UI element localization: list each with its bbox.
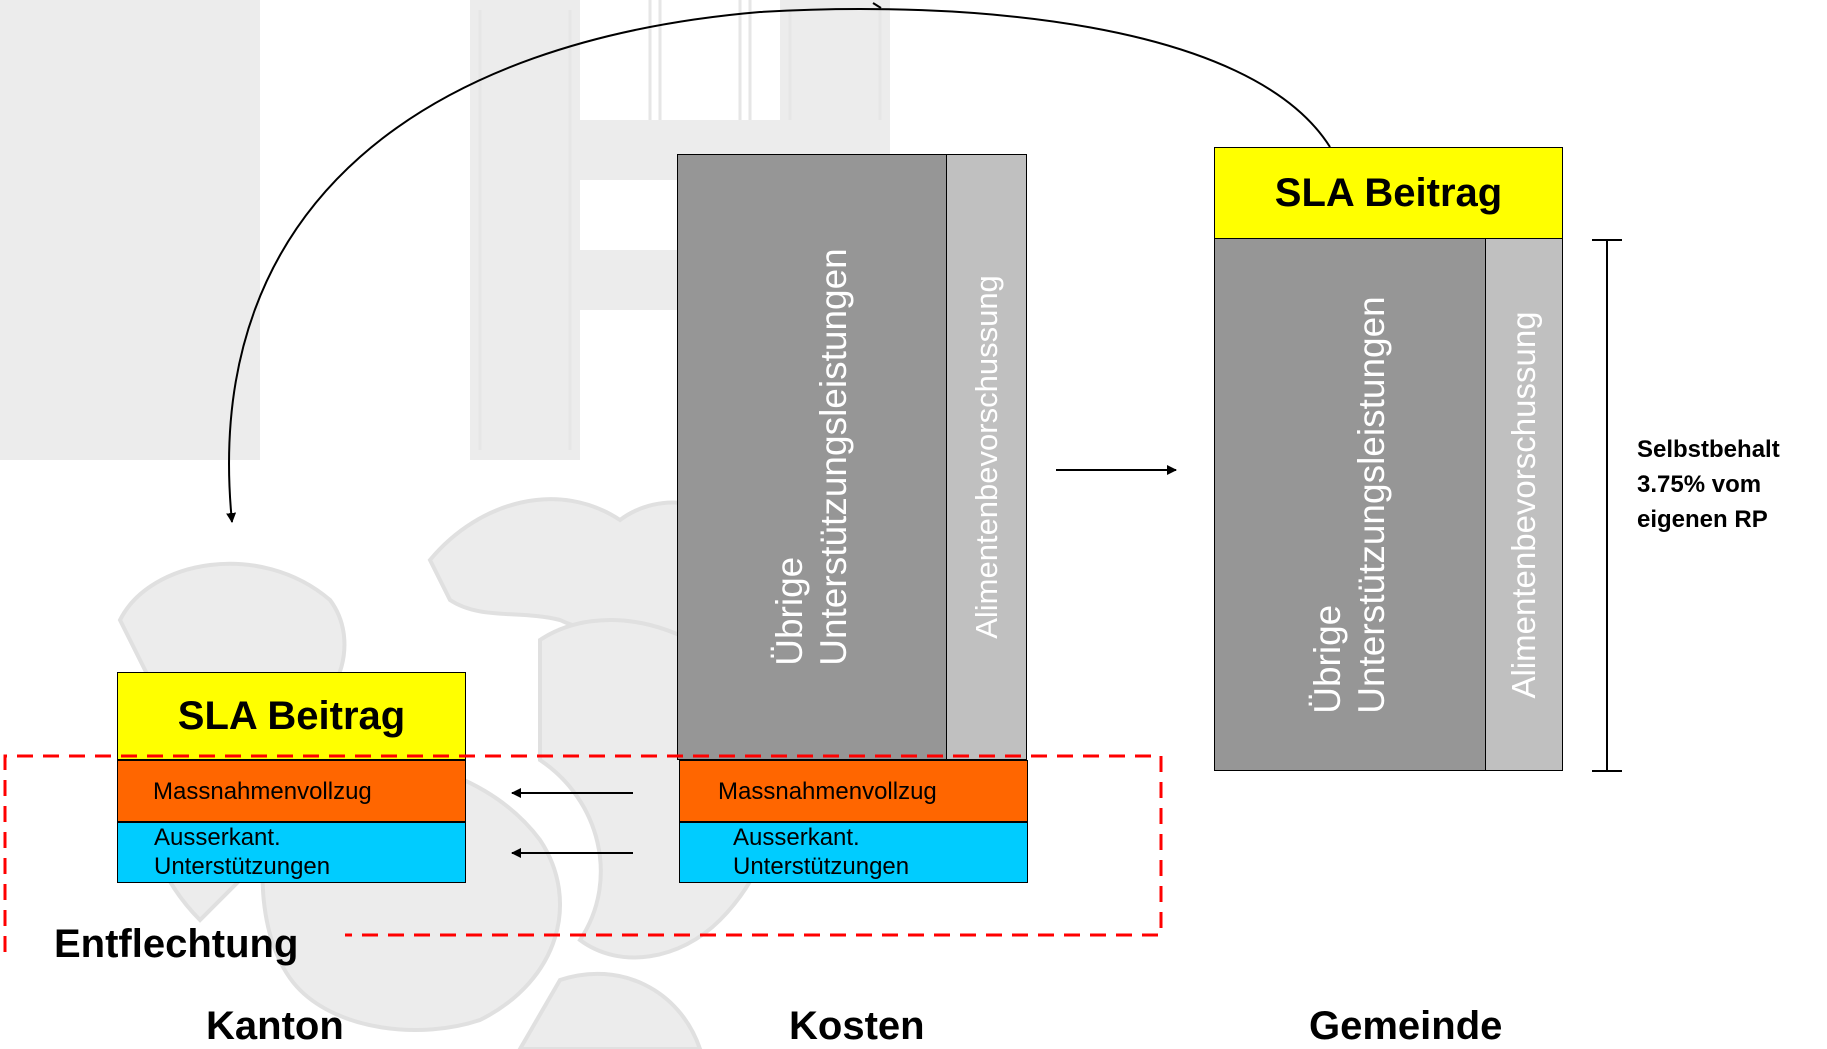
kosten-column-label: Kosten [789, 1004, 925, 1048]
selbstbehalt-line3: eigenen RP [1637, 506, 1768, 533]
kosten-massnahmen-box: Massnahmenvollzug [679, 760, 1028, 822]
kosten-uebrige-line1: Übrige [769, 556, 810, 666]
kanton-column-label: Kanton [206, 1004, 344, 1048]
kosten-alimente-label: Alimentenbevorschussung [968, 275, 1004, 639]
selbstbehalt-line2: 3.75% vom [1637, 471, 1762, 498]
kosten-ausserkant-box: Ausserkant. Unterstützungen [679, 822, 1028, 883]
gemeinde-column-label: Gemeinde [1309, 1004, 1503, 1048]
kosten-uebrige-box: Übrige Unterstützungsleistungen [677, 154, 947, 760]
kosten-ausserkant-text: Ausserkant. Unterstützungen [733, 823, 909, 881]
kosten-massnahmen-label: Massnahmenvollzug [718, 778, 937, 805]
kosten-alimente-box: Alimentenbevorschussung [946, 154, 1027, 760]
gemeinde-uebrige-line1: Übrige [1307, 604, 1348, 714]
entflechtung-label: Entflechtung [54, 922, 299, 966]
gemeinde-uebrige-label: Übrige Unterstützungsleistungen [1306, 296, 1394, 714]
kosten-uebrige-line2: Unterstützungsleistungen [813, 248, 854, 666]
gemeinde-alimente-label: Alimentenbevorschussung [1505, 310, 1542, 699]
gemeinde-sla-box: SLA Beitrag [1214, 147, 1563, 239]
kanton-ausserkant-line1: Ausserkant. [154, 824, 281, 851]
kanton-massnahmen-box: Massnahmenvollzug [117, 760, 466, 822]
kanton-ausserkant-box: Ausserkant. Unterstützungen [117, 822, 466, 883]
kanton-sla-box: SLA Beitrag [117, 672, 466, 760]
kanton-massnahmen-label: Massnahmenvollzug [153, 778, 372, 805]
gemeinde-uebrige-box: Übrige Unterstützungsleistungen [1214, 238, 1486, 771]
kosten-uebrige-label: Übrige Unterstützungsleistungen [768, 248, 856, 666]
selbstbehalt-line1: Selbstbehalt [1637, 436, 1780, 463]
gemeinde-alimente-box: Alimentenbevorschussung [1485, 238, 1563, 771]
kanton-ausserkant-line2: Unterstützungen [154, 853, 331, 880]
kanton-ausserkant-text: Ausserkant. Unterstützungen [154, 823, 330, 881]
gemeinde-uebrige-line2: Unterstützungsleistungen [1351, 295, 1392, 714]
kanton-sla-label: SLA Beitrag [177, 693, 406, 738]
kosten-ausserkant-line1: Ausserkant. [733, 824, 860, 851]
selbstbehalt-text: Selbstbehalt 3.75% vom eigenen RP [1637, 432, 1780, 537]
gemeinde-sla-label: SLA Beitrag [1274, 170, 1503, 215]
kosten-ausserkant-line2: Unterstützungen [733, 853, 910, 880]
